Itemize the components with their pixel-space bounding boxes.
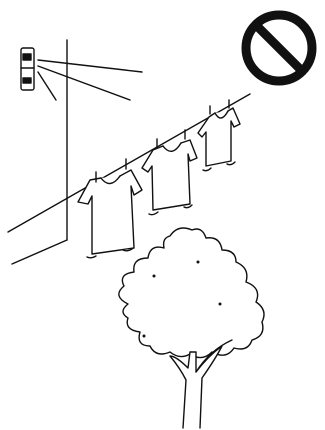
- wall-sensor-icon: [21, 48, 142, 100]
- wall-floor-edge: [12, 240, 67, 264]
- sensor-beam: [38, 66, 130, 100]
- sensor-top-window: [23, 54, 31, 60]
- shirt-icon: [198, 100, 240, 171]
- tree-dot: [143, 335, 145, 337]
- drip-mark: [227, 162, 235, 165]
- prohibited-slash: [256, 25, 302, 71]
- tree-dot: [197, 261, 199, 263]
- prohibited-icon: [246, 15, 312, 81]
- sensor-bottom-window: [23, 78, 31, 83]
- tree-trunk: [170, 346, 222, 428]
- drip-mark: [149, 212, 158, 215]
- sensor-beam: [38, 72, 56, 100]
- drip-mark: [203, 168, 211, 171]
- shirt-icon: [142, 130, 197, 215]
- tree-dot: [153, 275, 155, 277]
- sensor-beam: [38, 60, 142, 72]
- tree-icon: [119, 228, 264, 428]
- drip-mark: [87, 256, 96, 258]
- tree-canopy: [119, 228, 264, 358]
- tree-dot: [219, 303, 221, 305]
